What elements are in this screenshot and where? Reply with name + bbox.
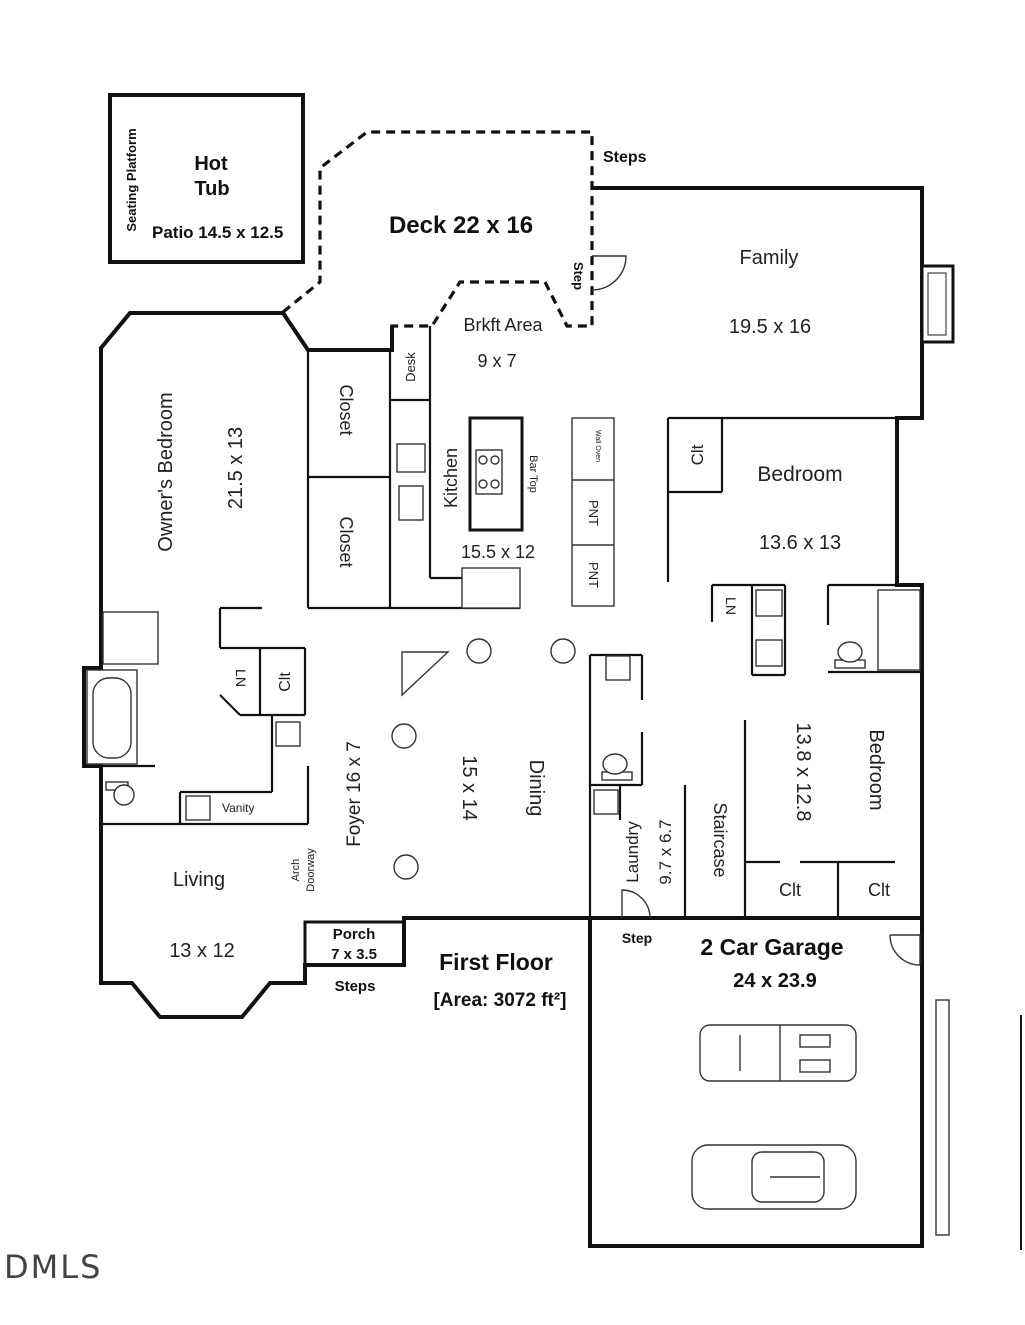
kitchen-name: Kitchen: [441, 448, 461, 508]
deck-step-label: Step: [571, 262, 586, 290]
laundry-size: 9.7 x 6.7: [656, 819, 675, 884]
bedroom3-size: 13.8 x 12.8: [792, 723, 814, 822]
ln-right-label: LN: [723, 597, 739, 615]
bedroom2-name: Bedroom: [757, 463, 842, 486]
porch-name: Porch: [333, 926, 376, 943]
refrigerator: [461, 567, 521, 609]
watermark: DMLS: [4, 1248, 102, 1286]
seating-platform-label: Seating Platform: [124, 128, 139, 231]
cooktop-burners: [478, 455, 500, 489]
clt-bottom-a-label: Clt: [779, 880, 801, 900]
fireplace: [920, 264, 955, 344]
staircase-label: Staircase: [710, 802, 730, 877]
wall-oven-label: Wall Oven: [594, 430, 601, 462]
family-name: Family: [740, 247, 799, 269]
garage-shelf: [935, 999, 950, 1236]
plan-title: First Floor: [439, 949, 553, 975]
kitchen-sink: [398, 485, 424, 521]
pnt-upper-label: PNT: [586, 500, 601, 526]
patio-label: Patio 14.5 x 12.5: [152, 223, 283, 242]
deck-steps-label: Steps: [603, 149, 647, 166]
vehicle-car: [691, 1144, 857, 1210]
living-name: Living: [173, 869, 225, 891]
bath-sink-b: [755, 639, 783, 667]
pnt-lower-label: PNT: [586, 562, 601, 588]
exterior-wall-left: [82, 311, 590, 1019]
deck-outline: [281, 130, 594, 352]
exterior-wall-garage: [588, 918, 924, 1248]
patio-outline: [108, 93, 305, 264]
laundry-toilet: [601, 753, 633, 781]
kitchen-size: 15.5 x 12: [461, 542, 535, 562]
desk-label: Desk: [403, 352, 418, 382]
porch-size: 7 x 3.5: [331, 946, 377, 963]
brkft-size: 9 x 7: [477, 351, 516, 371]
dishwasher: [396, 443, 426, 473]
dining-size: 15 x 14: [458, 755, 480, 821]
owner-toilet: [105, 781, 135, 806]
porch-steps-label: Steps: [335, 978, 376, 995]
brkft-name: Brkft Area: [463, 315, 543, 335]
labels: Hot Tub Seating Platform Patio 14.5 x 12…: [4, 128, 890, 1286]
living-size: 13 x 12: [169, 940, 235, 962]
plan-area: [Area: 3072 ft²]: [433, 990, 566, 1011]
fireplace-hearth: [927, 272, 947, 336]
laundry-name: Laundry: [623, 821, 642, 883]
bath-toilet-2: [834, 641, 866, 669]
laundry-washer: [605, 655, 631, 681]
bath-tub-2: [877, 589, 921, 671]
interior-walls: [101, 326, 922, 920]
garage-name: 2 Car Garage: [700, 934, 843, 960]
owner-sink-b: [185, 795, 211, 821]
garage-step-label: Step: [622, 930, 652, 946]
bedroom3-name: Bedroom: [865, 729, 887, 810]
bar-top-label: Bar Top: [527, 455, 539, 493]
vanity-label: Vanity: [222, 801, 254, 815]
laundry-sink: [593, 789, 619, 815]
owners-bedroom-name: Owner's Bedroom: [155, 392, 177, 551]
hot-tub-label: Hot: [194, 153, 228, 175]
closet-lower-label: Closet: [336, 516, 356, 567]
family-size: 19.5 x 16: [729, 316, 811, 338]
vehicle-truck: [699, 1024, 857, 1082]
garage-size: 24 x 23.9: [733, 970, 816, 992]
foyer-label: Foyer 16 x 7: [344, 741, 365, 847]
ln-left-label: LN: [233, 669, 249, 687]
bath-sink-a: [755, 589, 783, 617]
closet-upper-label: Closet: [336, 384, 356, 435]
deck-label: Deck 22 x 16: [389, 212, 533, 239]
dining-name: Dining: [525, 760, 547, 817]
columns: [391, 638, 576, 880]
shower: [102, 611, 159, 665]
hot-tub-label-2: Tub: [194, 178, 229, 200]
owner-sink-a: [275, 721, 301, 747]
arch-doorway-label: Arch: [290, 859, 302, 882]
clt-bottom-b-label: Clt: [868, 880, 890, 900]
bedroom2-clt-label: Clt: [688, 444, 707, 465]
doors: [401, 255, 921, 966]
clt-left-label: Clt: [277, 672, 294, 692]
arch-doorway-label-2: Doorway: [305, 848, 317, 892]
porch-outline: [303, 920, 406, 967]
exterior-wall-main: [590, 186, 924, 920]
bedroom2-size: 13.6 x 13: [759, 532, 841, 554]
pantry-cabinets: [571, 417, 615, 607]
owners-bedroom-size: 21.5 x 13: [225, 427, 247, 509]
